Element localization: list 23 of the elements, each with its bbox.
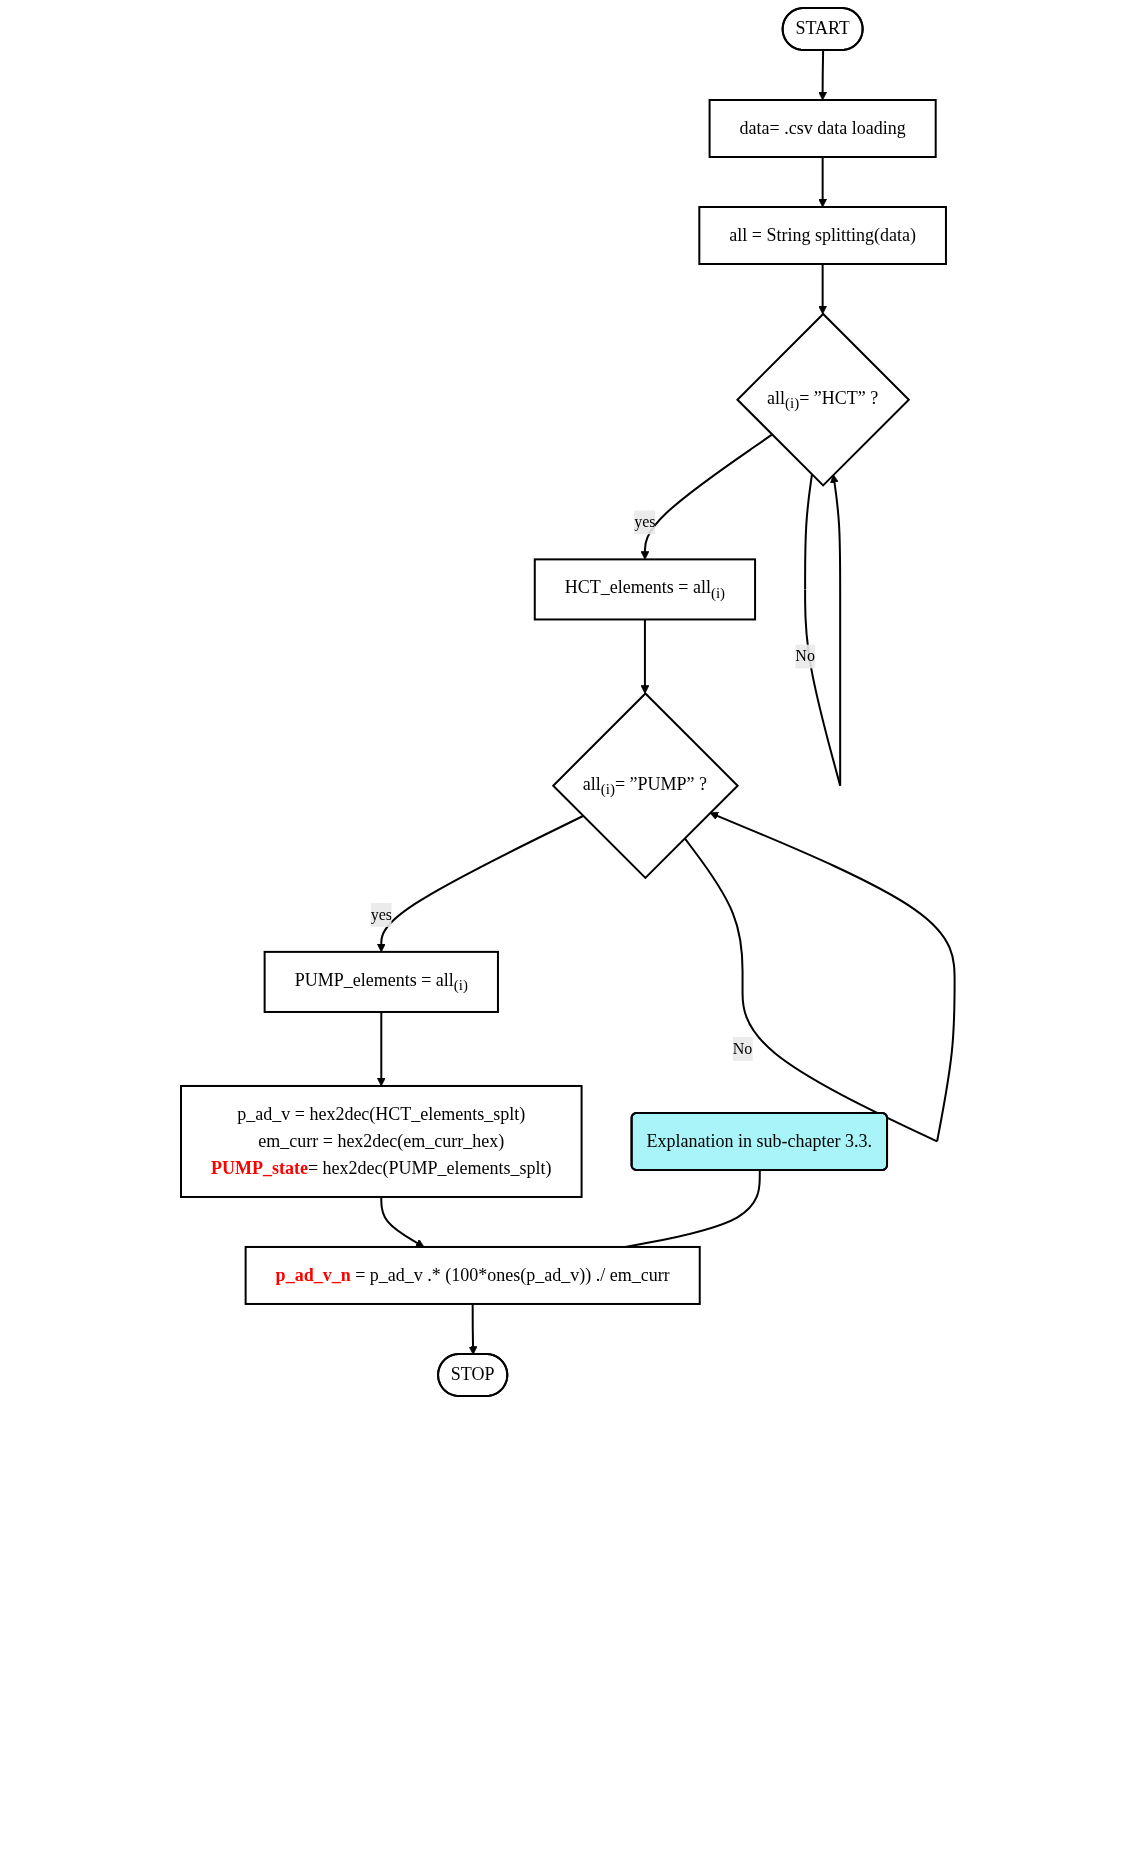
edge-label: yes bbox=[634, 513, 656, 531]
node-diamond: all$_{(i)}$= ”PUMP” ? bbox=[552, 692, 740, 880]
arrow bbox=[377, 815, 585, 953]
edge-label: No bbox=[795, 647, 816, 665]
arrow bbox=[377, 1011, 386, 1087]
node-box: p_ad_v_n = p_ad_v .* (100*ones(p_ad_v)) ./ em_curr bbox=[244, 1245, 701, 1305]
arrow bbox=[468, 1302, 478, 1355]
arrow bbox=[640, 433, 774, 560]
arrow bbox=[683, 811, 956, 1143]
arrow bbox=[818, 49, 828, 101]
arrow bbox=[804, 473, 842, 787]
edge-label: No bbox=[732, 1039, 753, 1057]
arrow bbox=[380, 1195, 425, 1248]
arrow bbox=[640, 618, 650, 694]
node-box: HCT_elements = all$_{(i)}$ bbox=[533, 558, 757, 621]
node-box: PUMP_elements = all$_{(i)}$ bbox=[263, 950, 500, 1013]
node-box: all = String splitting(data) bbox=[698, 206, 948, 265]
arrow bbox=[818, 156, 828, 208]
node-box: p_ad_v = hex2dec(HCT_elements_splt) em_curr = hex2dec(em_curr_hex) PUMP_state= hex2dec(PUMP_elements_splt) bbox=[180, 1085, 583, 1198]
arrow bbox=[818, 263, 828, 315]
node-diamond: all$_{(i)}$= ”HCT” ? bbox=[736, 312, 911, 487]
edge-label: yes bbox=[370, 905, 393, 923]
node-box: data= .csv data loading bbox=[708, 99, 937, 158]
